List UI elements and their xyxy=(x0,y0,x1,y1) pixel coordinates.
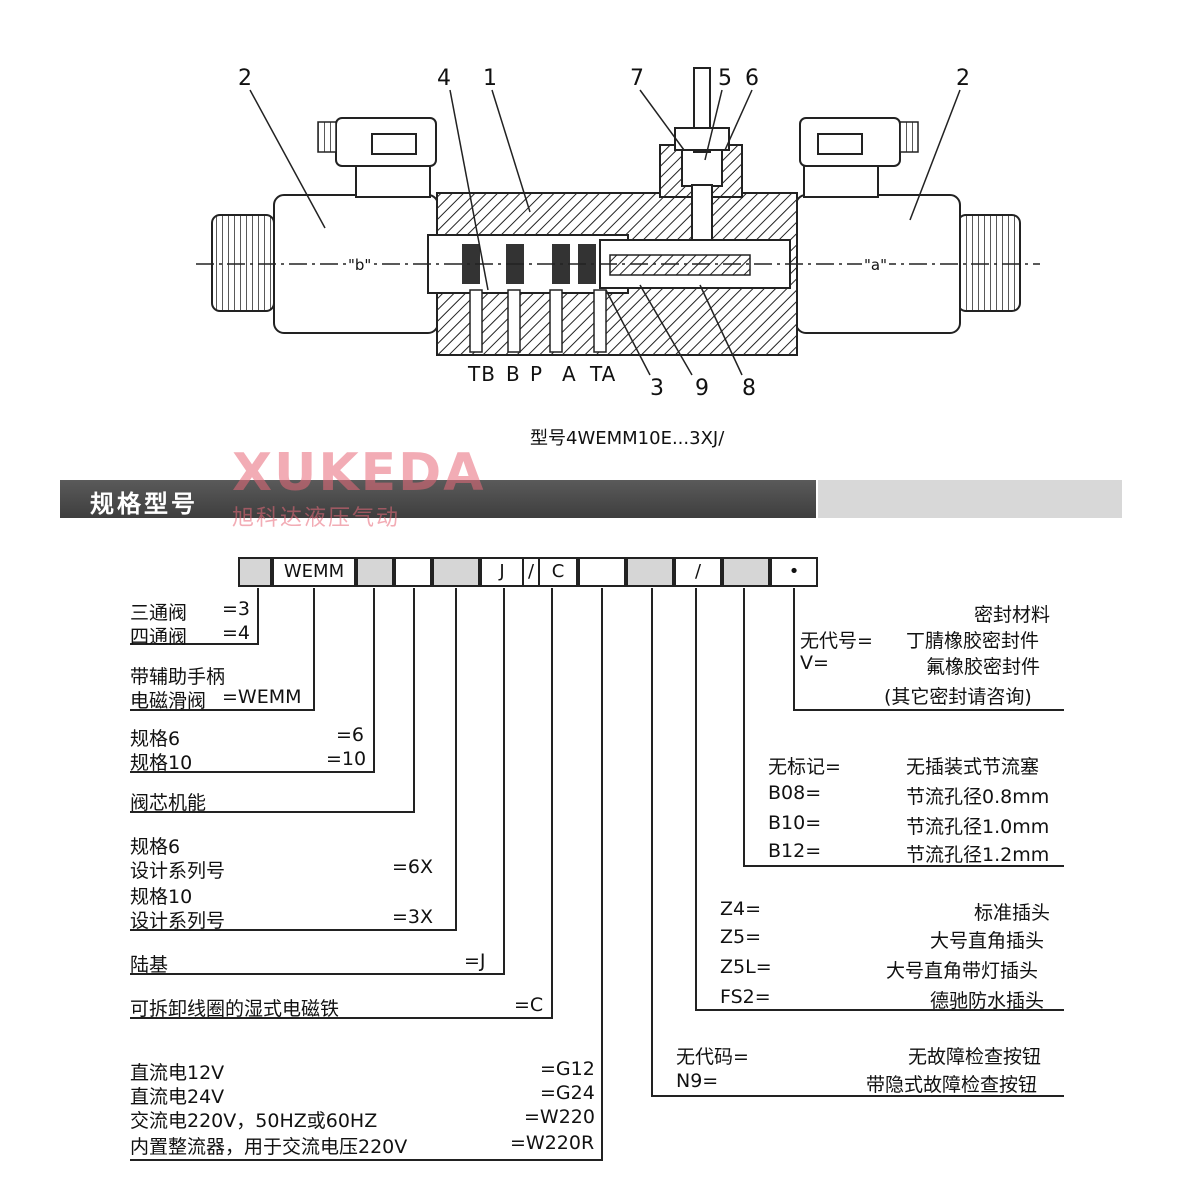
voltage-g12-value: =G12 xyxy=(540,1058,595,1080)
code-box-button xyxy=(626,557,674,587)
button-none-desc: 无故障检查按钮 xyxy=(908,1046,1042,1068)
callout-9: 9 xyxy=(695,376,709,401)
coil-label: 可拆卸线圈的湿式电磁铁 xyxy=(130,998,340,1020)
seal-nbr-key: 无代号= xyxy=(800,630,873,652)
section-header-light xyxy=(818,480,1122,518)
left-solenoid xyxy=(211,117,439,334)
code-box-series xyxy=(432,557,480,587)
plug-fs2-desc: 德驰防水插头 xyxy=(930,990,1045,1012)
coil-label-a: "a" xyxy=(862,256,889,274)
button-n9-desc: 带隐式故障检查按钮 xyxy=(866,1074,1038,1096)
size-6-label: 规格6 xyxy=(130,728,181,750)
voltage-g24-label: 直流电24V xyxy=(130,1086,225,1108)
code-box-c: C xyxy=(538,557,578,587)
series-3x-label: 设计系列号 xyxy=(130,910,226,932)
coil-label-b: "b" xyxy=(346,256,374,274)
series-6x-value: =6X xyxy=(392,856,434,878)
code-box-j: J xyxy=(480,557,524,587)
series-size10-label: 规格10 xyxy=(130,886,193,908)
voltage-w220r-value: =W220R xyxy=(510,1132,595,1154)
series-size6-label: 规格6 xyxy=(130,836,181,858)
callout-3: 3 xyxy=(650,376,664,401)
throttle-b12-key: B12= xyxy=(768,840,822,862)
callout-4: 4 xyxy=(437,66,451,91)
throttle-b08-desc: 节流孔径0.8mm xyxy=(906,786,1050,808)
seal-title: 密封材料 xyxy=(974,604,1051,626)
size-6-value: =6 xyxy=(336,724,365,746)
code-box-size xyxy=(356,557,394,587)
callout-6: 6 xyxy=(745,66,759,91)
voltage-w220-label: 交流电220V，50HZ或60HZ xyxy=(130,1110,378,1132)
plug-z5-key: Z5= xyxy=(720,926,762,948)
right-solenoid xyxy=(795,117,1021,334)
plug-z5l-key: Z5L= xyxy=(720,956,772,978)
seal-fkm-key: V= xyxy=(800,652,829,674)
series-3x-value: =3X xyxy=(392,906,434,928)
ways-3-value: =3 xyxy=(222,598,251,620)
valve-cross-section-drawing xyxy=(196,67,1040,376)
plug-z4-key: Z4= xyxy=(720,898,762,920)
watermark-logo: XUKEDA xyxy=(232,443,486,503)
callout-2-right: 2 xyxy=(956,66,970,91)
plug-fs2-key: FS2= xyxy=(720,986,771,1008)
section-header-dark xyxy=(60,480,816,518)
callout-2-left: 2 xyxy=(238,66,252,91)
ways-4-value: =4 xyxy=(222,622,251,644)
plug-z5l-desc: 大号直角带灯插头 xyxy=(886,960,1039,982)
section-header-bar: 规格型号 xyxy=(60,480,1122,518)
seal-fkm-desc: 氟橡胶密封件 xyxy=(926,656,1041,678)
voltage-w220r-label: 内置整流器，用于交流电压220V xyxy=(130,1136,408,1158)
callout-7: 7 xyxy=(630,66,644,91)
series-6x-label: 设计系列号 xyxy=(130,860,226,882)
ways-4-label: 四通阀 xyxy=(130,626,188,648)
callout-1: 1 xyxy=(483,66,497,91)
code-box-voltage xyxy=(578,557,626,587)
button-none-key: 无代码= xyxy=(676,1046,749,1068)
throttle-none-key: 无标记= xyxy=(768,756,841,778)
handle-label-1: 带辅助手柄 xyxy=(130,666,226,688)
model-number: 型号4WEMM10E...3XJ/ xyxy=(530,428,725,449)
coil-value: =C xyxy=(514,994,544,1016)
throttle-b12-desc: 节流孔径1.2mm xyxy=(906,844,1050,866)
spool-label: 阀芯机能 xyxy=(130,792,207,814)
port-ta: TA xyxy=(590,362,617,386)
section-title: 规格型号 xyxy=(90,490,198,518)
handle-value: =WEMM xyxy=(222,686,302,708)
code-box-ways xyxy=(238,557,272,587)
voltage-w220-value: =W220 xyxy=(524,1106,595,1128)
callout-5: 5 xyxy=(718,66,732,91)
ways-3-label: 三通阀 xyxy=(130,602,188,624)
code-box-slash-1: / xyxy=(524,557,538,587)
watermark-text: 旭科达液压气动 xyxy=(232,506,401,531)
seal-note: (其它密封请咨询) xyxy=(884,686,1032,708)
plug-z4-desc: 标准插头 xyxy=(974,902,1051,924)
throttle-none-desc: 无插装式节流塞 xyxy=(906,756,1040,778)
code-box-spool xyxy=(394,557,432,587)
button-n9-key: N9= xyxy=(676,1070,719,1092)
voltage-g24-value: =G24 xyxy=(540,1082,595,1104)
throttle-b08-key: B08= xyxy=(768,782,822,804)
valve-body xyxy=(427,67,798,356)
port-b: B xyxy=(506,362,521,386)
port-p: P xyxy=(530,362,544,386)
handle-label-2: 电磁滑阀 xyxy=(130,690,207,712)
voltage-g12-label: 直流电12V xyxy=(130,1062,225,1084)
code-box-slash-2: / xyxy=(674,557,722,587)
code-box-seal: • xyxy=(770,557,818,587)
seal-nbr-desc: 丁腈橡胶密封件 xyxy=(906,630,1040,652)
base-value: =J xyxy=(464,950,486,972)
plug-z5-desc: 大号直角插头 xyxy=(930,930,1045,952)
size-10-value: =10 xyxy=(326,748,367,770)
port-tb: TB xyxy=(468,362,496,386)
callout-8: 8 xyxy=(742,376,756,401)
code-box-wemm: WEMM xyxy=(272,557,356,587)
port-a: A xyxy=(562,362,577,386)
throttle-b10-desc: 节流孔径1.0mm xyxy=(906,816,1050,838)
base-label: 陆基 xyxy=(130,954,169,976)
throttle-b10-key: B10= xyxy=(768,812,822,834)
size-10-label: 规格10 xyxy=(130,752,193,774)
code-box-throttle xyxy=(722,557,770,587)
